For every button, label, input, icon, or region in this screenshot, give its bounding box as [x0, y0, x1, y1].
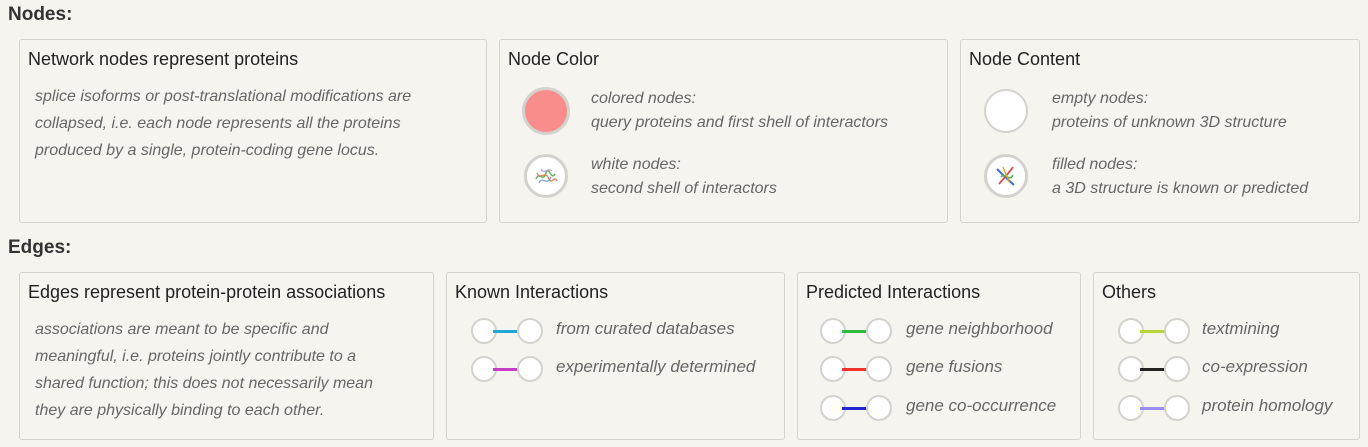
node-content-box: Node Content empty nodes: proteins of un… — [960, 39, 1360, 223]
gene-co-occurrence-label: gene co-occurrence — [906, 396, 1057, 415]
protein-homology-label: protein homology — [1202, 396, 1333, 415]
colored-nodes-label: colored nodes: — [591, 90, 696, 107]
white-nodes-label: white nodes: — [591, 156, 681, 173]
network-nodes-desc-line: produced by a single, protein-coding gen… — [35, 142, 380, 159]
white-structure-node-icon — [524, 154, 568, 198]
filled-nodes-text: filled nodes: a 3D structure is known or… — [1052, 153, 1308, 201]
experimentally-determined-label: experimentally determined — [556, 357, 756, 376]
textmining-edge-icon — [1118, 318, 1190, 344]
gene-neighborhood-label: gene neighborhood — [906, 319, 1053, 338]
curated-databases-edge-icon — [471, 318, 543, 344]
node-color-box: Node Color colored nodes: query proteins… — [499, 39, 948, 223]
co-expression-label: co-expression — [1202, 357, 1308, 376]
network-nodes-box: Network nodes represent proteins splice … — [19, 39, 487, 223]
edges-desc-line: shared function; this does not necessari… — [35, 375, 373, 392]
white-nodes-text: white nodes: second shell of interactors — [591, 153, 777, 201]
textmining-label: textmining — [1202, 319, 1280, 338]
known-interactions-title: Known Interactions — [455, 282, 609, 302]
filled-node-icon — [984, 154, 1028, 198]
co-expression-edge-icon — [1118, 356, 1190, 382]
edges-desc-line: they are physically binding to each othe… — [35, 402, 325, 419]
edges-desc-line: associations are meant to be specific an… — [35, 321, 329, 338]
gene-co-occurrence-edge-icon — [820, 395, 892, 421]
empty-node-icon — [984, 89, 1028, 133]
others-box: Others textmining co-expression protein … — [1093, 272, 1360, 440]
protein-structure-icon — [535, 168, 558, 184]
gene-fusions-edge-icon — [820, 356, 892, 382]
protein-structure-icon — [996, 166, 1015, 186]
colored-node-icon — [522, 87, 570, 135]
curated-databases-label: from curated databases — [556, 319, 735, 338]
others-title: Others — [1102, 282, 1157, 302]
empty-nodes-desc: proteins of unknown 3D structure — [1052, 114, 1287, 131]
colored-nodes-desc: query proteins and first shell of intera… — [591, 114, 889, 131]
filled-nodes-label: filled nodes: — [1052, 156, 1138, 173]
gene-fusions-label: gene fusions — [906, 357, 1003, 376]
edges-description-box: Edges represent protein-protein associat… — [19, 272, 434, 440]
network-nodes-title: Network nodes represent proteins — [28, 49, 299, 69]
empty-nodes-label: empty nodes: — [1052, 90, 1149, 107]
filled-nodes-desc: a 3D structure is known or predicted — [1052, 180, 1309, 197]
edges-description-title: Edges represent protein-protein associat… — [28, 282, 386, 302]
empty-nodes-text: empty nodes: proteins of unknown 3D stru… — [1052, 87, 1287, 135]
predicted-interactions-box: Predicted Interactions gene neighborhood… — [797, 272, 1081, 440]
edges-section-title: Edges: — [8, 237, 72, 258]
colored-nodes-text: colored nodes: query proteins and first … — [591, 87, 888, 135]
edges-desc-line: meaningful, i.e. proteins jointly contri… — [35, 348, 357, 365]
protein-homology-edge-icon — [1118, 395, 1190, 421]
network-nodes-desc: splice isoforms or post-translational mo… — [35, 83, 475, 164]
gene-neighborhood-edge-icon — [820, 318, 892, 344]
nodes-section-title: Nodes: — [8, 4, 73, 25]
node-content-title: Node Content — [969, 49, 1081, 69]
network-nodes-desc-line: collapsed, i.e. each node represents all… — [35, 115, 401, 132]
known-interactions-box: Known Interactions from curated database… — [446, 272, 785, 440]
predicted-interactions-title: Predicted Interactions — [806, 282, 981, 302]
experimentally-determined-edge-icon — [471, 356, 543, 382]
edges-description-desc: associations are meant to be specific an… — [35, 316, 430, 424]
node-color-title: Node Color — [508, 49, 600, 69]
white-nodes-desc: second shell of interactors — [591, 180, 777, 197]
network-nodes-desc-line: splice isoforms or post-translational mo… — [35, 88, 412, 105]
